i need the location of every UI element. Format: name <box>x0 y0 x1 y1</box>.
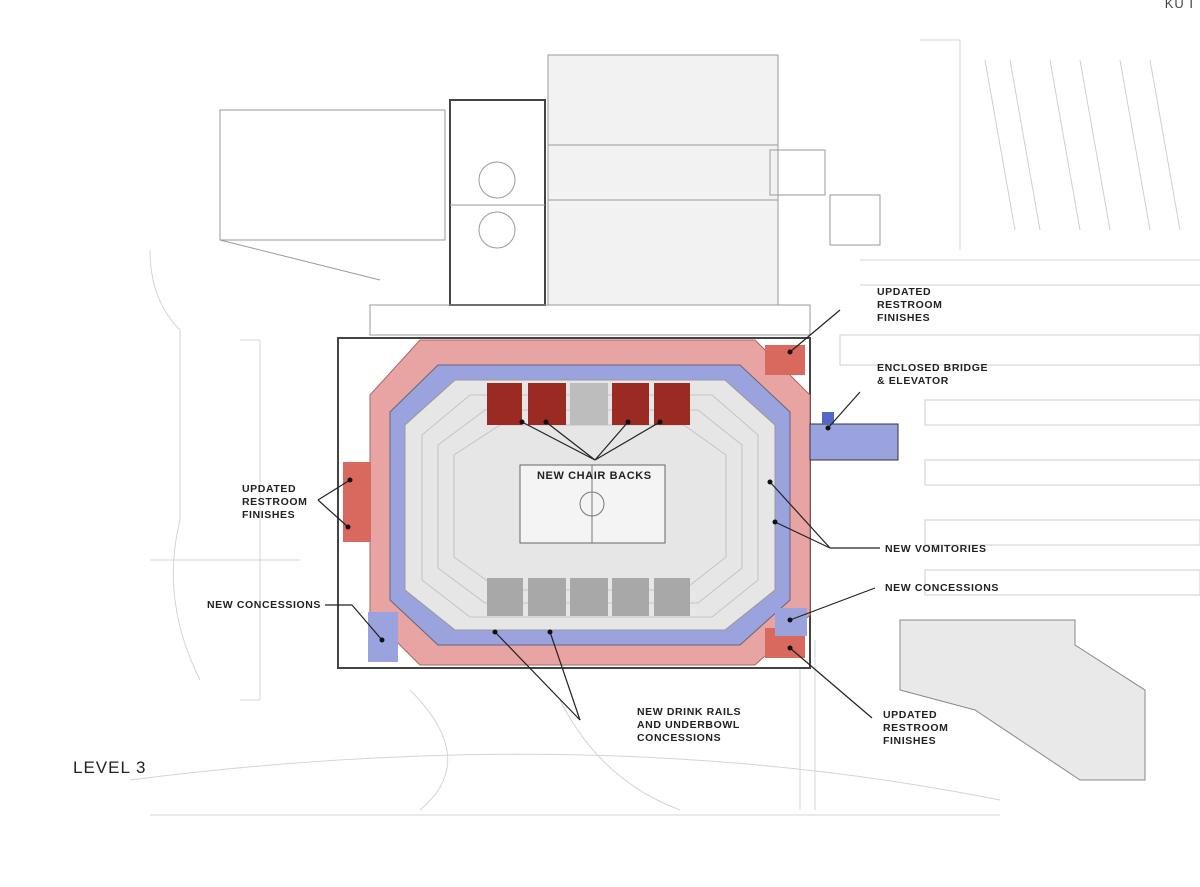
level-title: LEVEL 3 <box>73 758 147 777</box>
enclosed-bridge <box>809 423 899 461</box>
parking-rows-right <box>839 334 1200 596</box>
leader-dots <box>345 349 831 651</box>
callout-restroom-left: UPDATED RESTROOM FINISHES <box>242 483 308 521</box>
sheet-key-label: KU I <box>1164 0 1194 11</box>
callout-concessions-left: NEW CONCESSIONS <box>207 599 322 611</box>
callout-vomitories: NEW VOMITORIES <box>885 543 987 555</box>
chair-backs <box>487 383 690 425</box>
restroom-left <box>343 462 371 542</box>
restroom-top-right <box>765 345 805 375</box>
callout-concessions-right: NEW CONCESSIONS <box>885 582 1000 594</box>
site-context <box>129 39 1200 816</box>
elevator <box>822 412 834 424</box>
lower-seating-blocks <box>487 578 690 616</box>
adjacent-buildings <box>219 54 881 336</box>
concession-left-corner <box>368 612 398 662</box>
leader-lines <box>317 309 880 721</box>
callout-restroom-bottom-right: UPDATED RESTROOM FINISHES <box>883 709 949 747</box>
callout-bridge: ENCLOSED BRIDGE & ELEVATOR <box>877 362 989 387</box>
chair-backs-label: NEW CHAIR BACKS <box>537 470 652 482</box>
callout-drink-rails: NEW DRINK RAILS AND UNDERBOWL CONCESSION… <box>637 706 742 744</box>
callout-restroom-top-right: UPDATED RESTROOM FINISHES <box>877 286 943 324</box>
parking-stripes-top <box>984 59 1181 231</box>
adjacent-building-southeast <box>899 619 1146 781</box>
arena <box>337 337 811 669</box>
